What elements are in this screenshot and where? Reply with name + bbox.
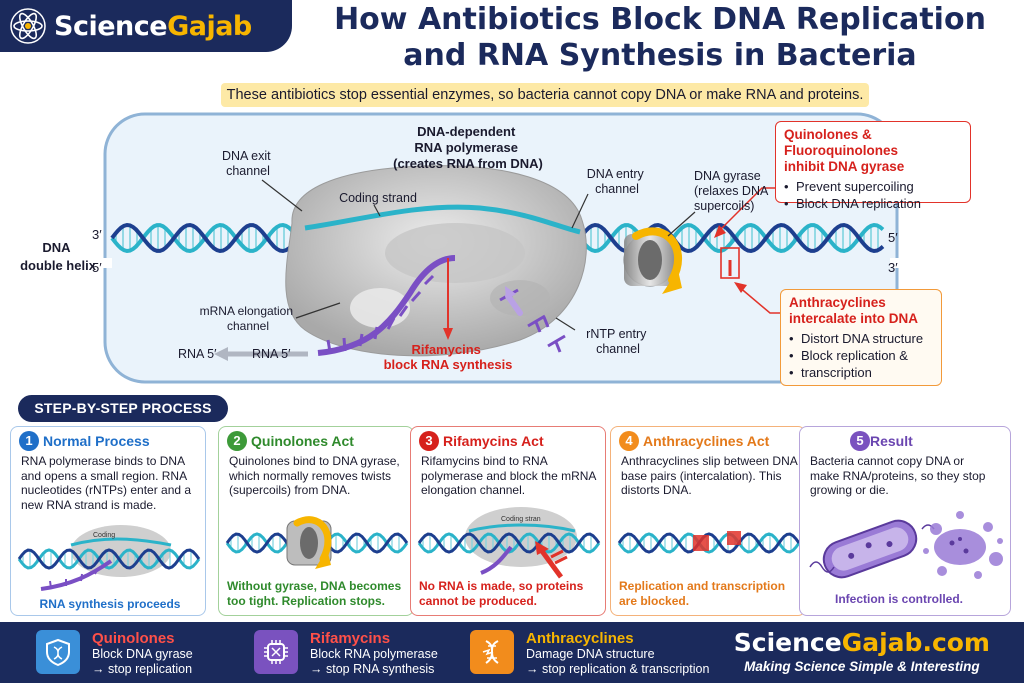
footer-item-name: Anthracyclines [526,630,634,647]
rna-strand [317,255,456,356]
polymerase-icon [254,630,298,674]
rna-5-left: RNA 5′ [178,347,217,361]
list-item: transcription [789,364,933,381]
step-title: Quinolones Act [251,433,354,449]
step-body: Bacteria cannot copy DNA or make RNA/pro… [810,454,986,497]
footer-item-desc: Block RNA polymerase [310,647,438,661]
website: ScienceGajab.com Making Science Simple &… [734,628,990,675]
dna-double-helix-label: DNA double helix [20,240,97,273]
step-card-2: 2 Quinolones Act Quinolones bind to DNA … [218,426,414,616]
end-3-left: 3′ [92,227,102,242]
end-5-right: 5′ [888,230,898,245]
step-number: 2 [227,431,247,451]
step-footer: RNA synthesis proceeds [39,597,181,611]
step-body: Rifamycins bind to RNA polymerase and bl… [421,454,596,497]
step-footer: Without gyrase, DNA becomes too tight. R… [227,579,402,608]
step-card-1: 1 Normal Process RNA polymerase binds to… [10,426,206,616]
step-body: RNA polymerase binds to DNA and opens a … [21,454,192,512]
footer-item-rifamycins: Rifamycins Block RNA polymerase → stop R… [254,630,438,676]
intercalation-site [720,247,740,279]
bacteria-illustration [809,511,1003,579]
dna-gyrase [623,227,682,294]
svg-text:Coding: Coding [93,532,115,539]
logo: ScienceGajab [0,0,292,52]
dna-entry-label: DNA entry channel [587,167,647,196]
dna-exit-label: DNA exit channel [222,149,274,178]
footer-item-name: Rifamycins [310,630,391,647]
step-body: Anthracyclines slip between DNA base pai… [621,454,798,497]
end-3-right: 3′ [888,260,898,275]
coding-strand-label: Coding strand [339,191,417,205]
step-number: 1 [19,431,39,451]
footer: Quinolones Block DNA gyrase → stop repli… [0,622,1024,683]
step-title: Normal Process [43,433,150,449]
tagline: Making Science Simple & Interesting [744,659,980,674]
footer-item-desc: → stop replication & transcription [526,661,710,676]
footer-item-desc: → stop replication [92,661,193,676]
step-number: 5 [850,431,870,451]
step-title: Rifamycins Act [443,433,544,449]
rifamycins-label: Rifamycins block RNA synthesis [384,342,513,372]
rntp-channel-label: rNTP entry channel [586,327,650,356]
list-item: Block replication & [789,347,933,364]
page-title: How Antibiotics Block DNA Replication an… [334,2,986,73]
coding-strand [304,204,581,235]
mechanism-diagram: DNA-dependent RNA polymerase (creates RN… [20,112,904,384]
quinolones-illustration [225,516,409,569]
step-title: Anthracyclines Act [643,433,770,449]
normal-process-illustration: Coding [17,525,201,591]
step-number: 4 [619,431,639,451]
brand-name: ScienceGajab [54,10,252,42]
anthracyclines-illustration [617,531,801,554]
list-item: Distort DNA structure [789,330,933,347]
step-title: Result [870,433,913,449]
polymerase-label: DNA-dependent RNA polymerase (creates RN… [393,124,543,171]
step-footer: No RNA is made, so proteins cannot be pr… [419,579,584,608]
step-footer: Infection is controlled. [834,592,963,606]
step-number: 3 [419,431,439,451]
footer-item-desc: Damage DNA structure [526,647,655,661]
footer-item-anthracyclines: Anthracyclines Damage DNA structure → st… [470,630,709,676]
atom-icon [10,8,46,44]
step-footer: Replication and transcription are blocke… [619,579,786,608]
dna-break-icon [470,630,514,674]
step-card-5: 5 Result Bacteria cannot copy DNA or mak… [799,426,1011,616]
end-5-left: 5′ [92,260,102,275]
step-card-3: 3 Rifamycins Act Rifamycins bind to RNA … [410,426,606,616]
rifamycins-illustration: Coding stran [417,507,601,579]
gyrase-label: DNA gyrase (relaxes DNA supercoils) [694,169,771,213]
website-name[interactable]: ScienceGajab.com [733,628,990,657]
steps-header: STEP-BY-STEP PROCESS [18,395,228,422]
svg-text:Coding stran: Coding stran [501,516,541,523]
footer-item-desc: Block DNA gyrase [92,647,193,661]
mrna-channel-label: mRNA elongation channel [200,304,297,333]
step-card-4: 4 Anthracyclines Act Anthracyclines slip… [610,426,806,616]
footer-item-quinolones: Quinolones Block DNA gyrase → stop repli… [36,630,193,676]
rna-5-right: RNA 5′ [252,347,291,361]
subtitle-banner: These antibiotics stop essential enzymes… [221,83,869,107]
step-body: Quinolones bind to DNA gyrase, which nor… [229,454,400,497]
list-item: Block DNA replication [784,195,962,212]
shield-dna-icon [36,630,80,674]
list-item: Prevent supercoiling [784,178,962,195]
footer-item-name: Quinolones [92,630,175,647]
footer-item-desc: → stop RNA synthesis [310,661,435,676]
